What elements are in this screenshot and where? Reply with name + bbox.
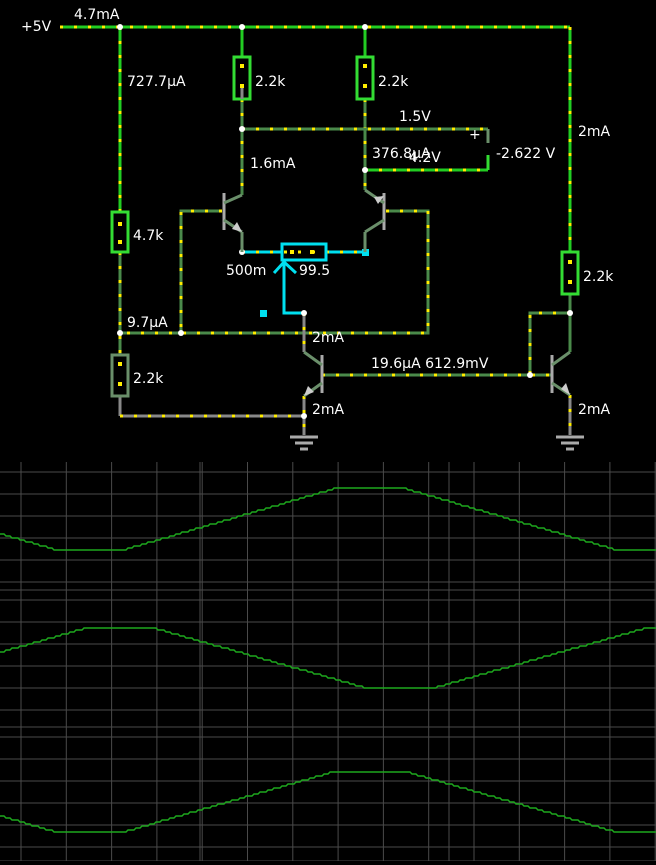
resistor-bias-bottom[interactable]	[110, 353, 130, 398]
label-i-supply: 4.7mA	[74, 7, 120, 23]
scope-panel-2[interactable]	[0, 590, 656, 728]
wires[interactable]	[60, 25, 572, 435]
label-i-right-rail: 2mA	[578, 124, 611, 140]
label-i-q2: 376.8µA	[372, 146, 431, 162]
scope-panel-3[interactable]	[0, 727, 656, 862]
label-pot-right: 99.5	[299, 263, 330, 279]
wire-q1-base[interactable]	[179, 209, 222, 333]
label-i-left-rail: 727.7µA	[127, 74, 186, 90]
resistor-top-right[interactable]	[355, 55, 375, 101]
ground-symbol-right	[556, 435, 584, 451]
label-v-out: 1.5V	[399, 109, 431, 125]
label-r-top-left: 2.2k	[255, 74, 286, 90]
potentiometer[interactable]	[272, 242, 328, 275]
supply-label: +5V	[21, 19, 52, 35]
meter-reading: -2.622 V	[496, 146, 556, 162]
label-v-meter-ref: 4.2V	[409, 150, 441, 166]
scope-area[interactable]	[0, 462, 656, 862]
label-r-right: 2.2k	[583, 269, 614, 285]
meter-plus-sign: +	[469, 127, 481, 143]
label-r-bias-bottom: 2.2k	[133, 371, 164, 387]
ground-symbol-left	[290, 435, 318, 451]
circuit-labels: +5V 4.7mA 727.7µA 2.2k 2.2k 1.5V 1.6mA 3…	[21, 7, 614, 418]
transistor-q1[interactable]	[222, 193, 244, 252]
resistor-top-left[interactable]	[232, 55, 252, 101]
wire-mirror-feedback[interactable]	[528, 311, 570, 375]
resistor-right[interactable]	[560, 250, 580, 296]
scope-trace-3	[0, 771, 656, 833]
transistor-q2[interactable]	[363, 188, 386, 252]
transistor-q4[interactable]	[550, 350, 571, 397]
wire-pot-wiper[interactable]	[282, 262, 304, 315]
label-i-tail: 2mA	[312, 330, 345, 346]
label-r-top-right: 2.2k	[378, 74, 409, 90]
label-i-q3: 2mA	[312, 402, 345, 418]
scope-panel-1[interactable]	[0, 462, 656, 591]
scope-trace-2	[0, 627, 656, 689]
label-i-base-v: 19.6µA 612.9mV	[371, 356, 489, 372]
label-r-bias-top: 4.7k	[133, 228, 164, 244]
label-i-q1: 1.6mA	[250, 156, 296, 172]
label-pot-left: 500m	[226, 263, 266, 279]
scope-trace-1	[0, 487, 656, 551]
label-i-bias: 9.7µA	[127, 315, 168, 331]
nodes	[117, 24, 573, 419]
transistor-q3[interactable]	[303, 350, 324, 398]
label-i-q4: 2mA	[578, 402, 611, 418]
resistor-bias-top[interactable]	[110, 210, 130, 254]
wire-q2-base[interactable]	[120, 209, 430, 335]
